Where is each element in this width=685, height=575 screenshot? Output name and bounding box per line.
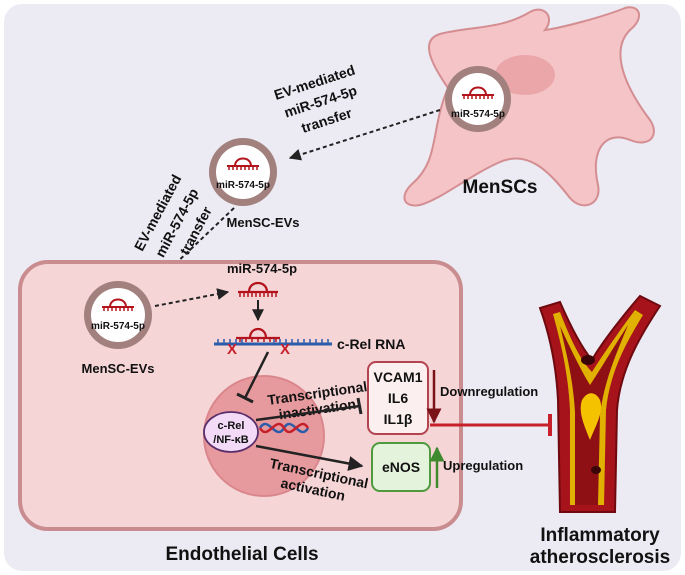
downregulated-genes-box — [367, 361, 429, 435]
mensc-vesicle-label: miR-574-5p — [451, 109, 505, 120]
activation-arrow — [255, 444, 364, 471]
upregulated-gene-box — [371, 442, 431, 492]
ev-left: miR-574-5p — [84, 281, 152, 349]
mirna-icon — [102, 298, 134, 311]
gene-il1b: IL1β — [384, 411, 413, 427]
upregulation-label: Upregulation — [443, 458, 523, 473]
ev-middle-caption: MenSC-EVs — [227, 215, 300, 230]
mirna-icon — [227, 157, 259, 170]
ev-middle: miR-574-5p — [209, 138, 277, 206]
cleavage-x-icon: X — [280, 341, 290, 358]
nfkb-label: /NF-κB — [213, 434, 249, 446]
artery-illustration — [538, 294, 662, 513]
crel-rna-strand: X X — [214, 327, 332, 358]
crel-rna-label: c-Rel RNA — [337, 336, 405, 352]
crel-label: c-Rel — [218, 420, 245, 432]
inactivation-inhibit — [255, 397, 363, 422]
downregulation-label: Downregulation — [440, 384, 538, 399]
crel-nfkb-complex — [203, 411, 259, 453]
gene-enos: eNOS — [382, 459, 420, 475]
mirna-icon — [462, 86, 494, 99]
artery-caption-1: Inflammatory — [540, 525, 660, 546]
transfer-arrow-top — [288, 109, 441, 161]
mirna-icon — [238, 281, 278, 297]
dna-helix-icon — [258, 422, 310, 434]
mirna-free-label: miR-574-5p — [227, 261, 297, 276]
ev-left-caption: MenSC-EVs — [82, 361, 155, 376]
cleavage-x-icon: X — [227, 341, 237, 358]
gene-vcam1: VCAM1 — [373, 369, 422, 385]
release-arrow — [154, 288, 230, 307]
ev-left-label: miR-574-5p — [91, 321, 145, 332]
artery-caption-2: atherosclerosis — [530, 547, 670, 568]
gene-il6: IL6 — [388, 390, 408, 406]
ev-middle-label: miR-574-5p — [216, 180, 270, 191]
mensc-nucleus — [495, 55, 555, 95]
endothelial-caption: Endothelial Cells — [165, 544, 318, 565]
mensc-cell — [403, 6, 655, 207]
artery-inhibition — [430, 414, 552, 436]
mensc-caption: MenSCs — [463, 177, 538, 198]
mensc-vesicle: miR-574-5p — [445, 66, 511, 132]
inhibition-line — [236, 351, 270, 404]
